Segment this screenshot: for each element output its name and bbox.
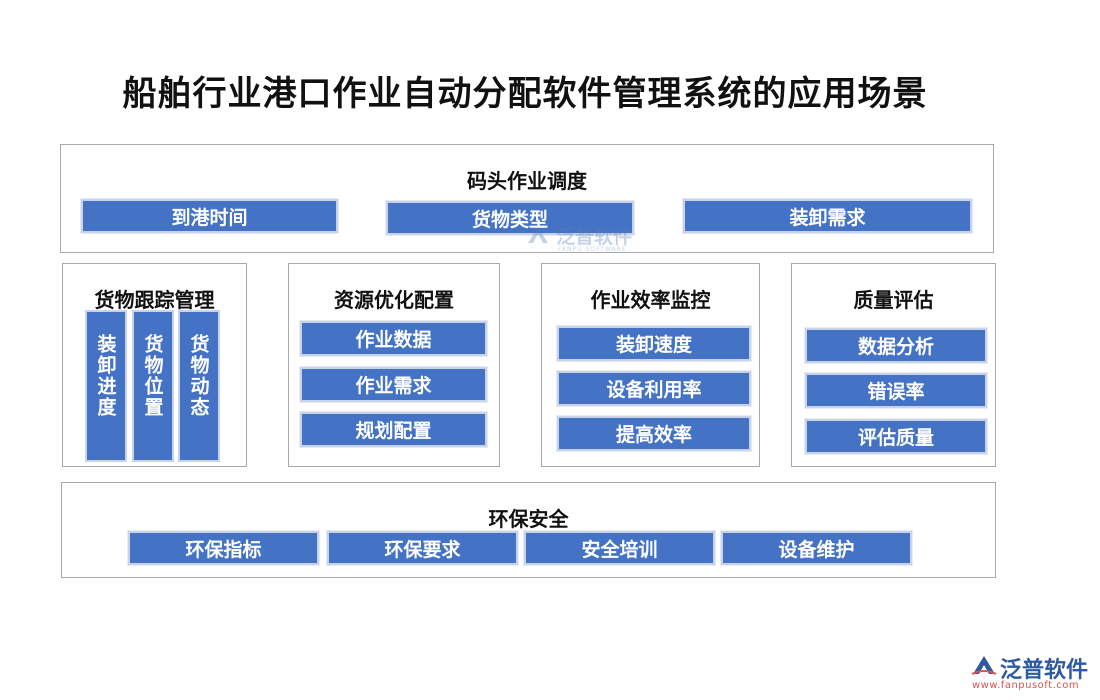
watermark-text: 泛普软件 <box>556 226 633 248</box>
quality-assessment-title: 质量评估 <box>853 288 934 312</box>
environment-safety-panel: 环保安全 环保指标 环保要求 安全培训 设备维护 <box>61 482 996 578</box>
dock-scheduling-title: 码头作业调度 <box>467 169 587 193</box>
dock-item-cargo-type: 货物类型 <box>386 201 634 235</box>
dock-item-arrival-time: 到港时间 <box>81 199 338 233</box>
efficiency-item-speed: 装卸速度 <box>557 326 751 361</box>
tracking-item-progress: 装卸进度 <box>85 310 127 462</box>
quality-assessment-panel: 质量评估 数据分析 错误率 评估质量 <box>791 263 996 467</box>
watermark-subtext: FANPU SOFTWARE <box>558 246 627 253</box>
resource-item-planning: 规划配置 <box>300 412 487 447</box>
page-title: 船舶行业港口作业自动分配软件管理系统的应用场景 <box>122 74 928 114</box>
fanpu-logo-icon <box>528 226 548 243</box>
tracking-item-dynamics: 货物动态 <box>178 310 220 462</box>
dock-item-handling-demand: 装卸需求 <box>683 199 972 233</box>
fanpu-brand-icon <box>971 656 997 675</box>
watermark: 泛普软件 FANPU SOFTWARE <box>524 222 633 253</box>
resource-optimization-panel: 资源优化配置 作业数据 作业需求 规划配置 <box>288 263 500 467</box>
cargo-tracking-panel: 货物跟踪管理 装卸进度 货物位置 货物动态 <box>62 263 247 467</box>
safety-item-indicators: 环保指标 <box>128 531 319 565</box>
efficiency-item-utilization: 设备利用率 <box>557 371 751 406</box>
efficiency-monitoring-panel: 作业效率监控 装卸速度 设备利用率 提高效率 <box>541 263 760 467</box>
brand-url: www.fanpusoft.com <box>972 680 1080 691</box>
quality-item-evaluate: 评估质量 <box>805 419 987 454</box>
brand-logo: 泛普软件 www.fanpusoft.com <box>970 650 1094 694</box>
safety-item-requirements: 环保要求 <box>327 531 518 565</box>
efficiency-monitoring-title: 作业效率监控 <box>590 288 711 312</box>
resource-item-demand: 作业需求 <box>300 367 487 402</box>
efficiency-item-improve: 提高效率 <box>557 416 751 451</box>
safety-item-training: 安全培训 <box>524 531 715 565</box>
resource-item-data: 作业数据 <box>300 321 487 356</box>
environment-safety-title: 环保安全 <box>488 507 569 531</box>
quality-item-analysis: 数据分析 <box>805 328 987 363</box>
dock-scheduling-panel: 码头作业调度 到港时间 货物类型 装卸需求 <box>60 144 994 253</box>
quality-item-error-rate: 错误率 <box>805 373 987 408</box>
cargo-tracking-title: 货物跟踪管理 <box>94 288 215 312</box>
brand-name: 泛普软件 <box>1000 658 1089 683</box>
safety-item-maintenance: 设备维护 <box>721 531 912 565</box>
resource-optimization-title: 资源优化配置 <box>334 288 454 312</box>
tracking-item-location: 货物位置 <box>132 310 174 462</box>
